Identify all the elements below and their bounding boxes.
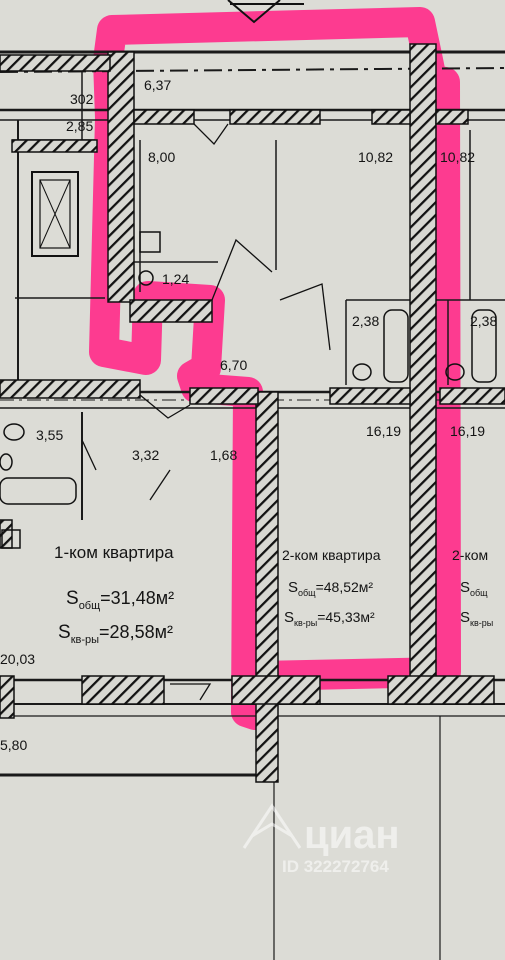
area-label-left-room: 20,03 [0,651,35,667]
door-swings [81,123,331,701]
apartment-info-3: 2-ком Sобщ Sкв-ры [452,547,493,628]
apartment-info-1: 1-ком квартира Sобщ=31,48м² Sкв-ры=28,58… [54,543,174,646]
cian-logo-icon [242,803,302,849]
bathtub-icon [0,309,497,505]
entry-arrow-icon [227,0,304,24]
area-label-balcony: 5,80 [0,737,27,753]
hatched-walls [0,43,505,783]
living-area-line: Sкв-ры=28,58м² [58,622,173,646]
total-area-line: Sобщ=31,48м² [66,588,174,612]
watermark: циан ID 322272764 [242,803,400,876]
area-label-hall: 6,70 [220,357,247,373]
area-label-right-room: 10,82 [440,149,475,165]
area-label-left-closet: 1,68 [210,447,237,463]
area-label-bath-a: 2,38 [352,313,379,329]
area-label-living-b: 16,19 [450,423,485,439]
elevator-shaft-icon [31,171,79,257]
sink-icon [0,231,465,549]
area-label-left-hall: 3,32 [132,447,159,463]
area-label-wc: 1,24 [162,271,189,287]
area-label-living-a: 16,19 [366,423,401,439]
apartment-info-2: 2-ком квартира Sобщ=48,52м² Sкв-ры=45,33… [282,547,381,628]
area-label-kitchen: 8,00 [148,149,175,165]
area-label-bedroom: 10,82 [358,149,393,165]
area-label-285: 2,85 [66,118,93,134]
apartment-title: 1-ком квартира [54,543,174,562]
living-area-line: Sкв-ры=45,33м² [284,609,375,628]
area-label-left-bath: 3,55 [36,427,63,443]
apartment-title: 2-ком [452,547,488,563]
watermark-id: ID 322272764 [282,857,389,876]
living-area-line: Sкв-ры [460,609,493,628]
area-label-bath-b: 2,38 [470,313,497,329]
total-area-line: Sобщ=48,52м² [288,579,373,598]
total-area-line: Sобщ [460,579,488,598]
watermark-brand: циан [304,813,400,857]
room-area-labels: 302 2,85 6,37 8,00 10,82 10,82 1,24 2,38… [0,77,497,753]
apartment-title: 2-ком квартира [282,547,381,563]
area-label-302: 302 [70,91,94,107]
area-label-corridor: 6,37 [144,77,171,93]
